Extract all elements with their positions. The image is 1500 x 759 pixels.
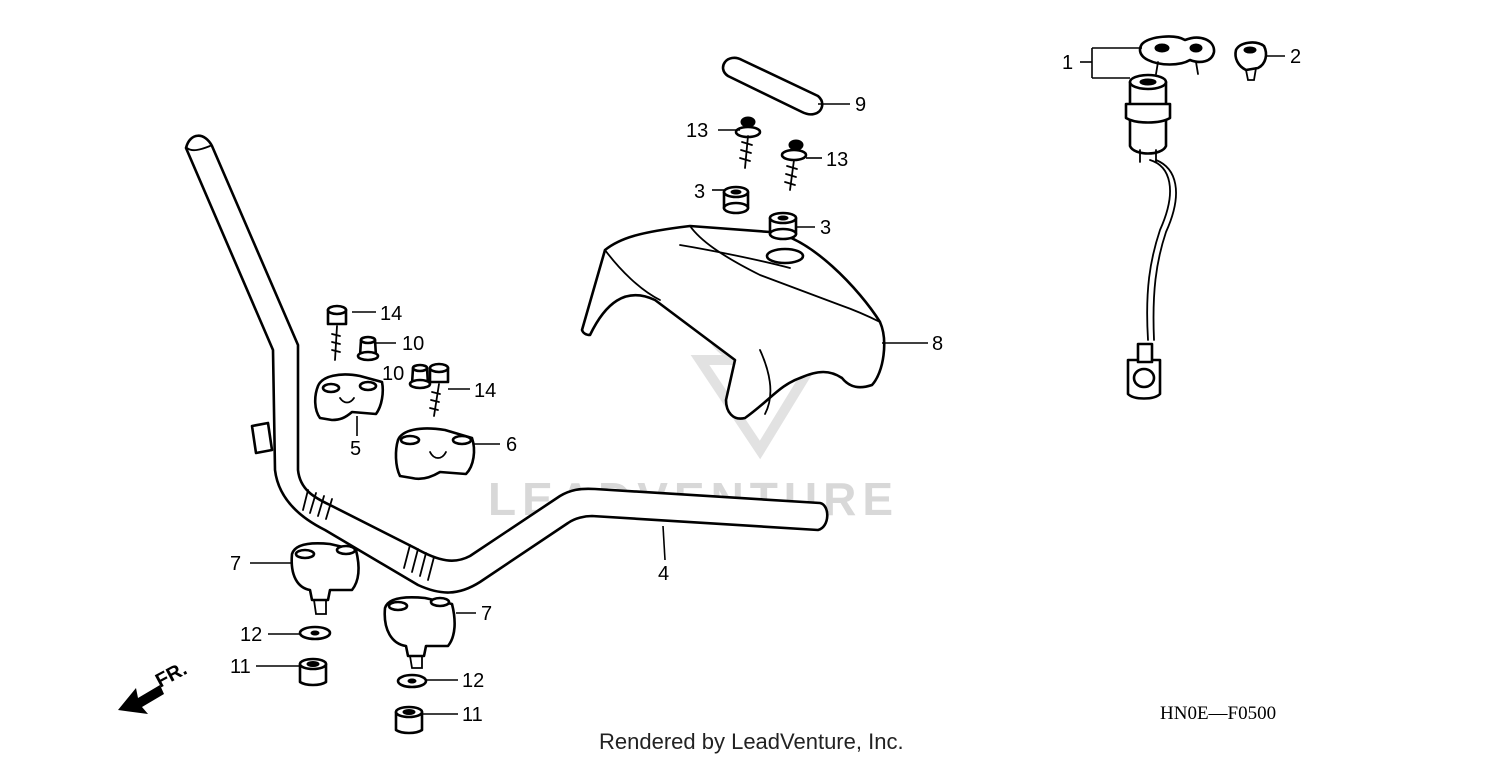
grommet-left (722, 185, 750, 215)
ignition-switch (1124, 35, 1216, 400)
callout-14b: 14 (474, 380, 496, 402)
callout-1: 1 (1062, 52, 1073, 74)
rendered-by-footer: Rendered by LeadVenture, Inc. (599, 729, 904, 754)
callout-14a: 14 (380, 303, 402, 325)
nut-right (394, 705, 424, 735)
callout-12a: 12 (240, 624, 262, 646)
collar-upper (356, 335, 380, 362)
callout-11b: 11 (462, 704, 483, 726)
cover-strip (721, 56, 824, 116)
bolt-lower (428, 362, 450, 417)
upper-holder-right (394, 427, 476, 481)
callout-8: 8 (932, 333, 943, 355)
callout-10a: 10 (402, 333, 424, 355)
callout-11a: 11 (230, 656, 251, 678)
diagram-code: HN0E—F0500 (1160, 703, 1276, 724)
callout-3b: 3 (820, 217, 831, 239)
callout-3a: 3 (694, 181, 705, 203)
callout-7a: 7 (230, 553, 241, 575)
collar-lower (408, 363, 432, 390)
front-direction-arrow: FR. (118, 658, 191, 714)
callout-9: 9 (855, 94, 866, 116)
callout-12b: 12 (462, 670, 484, 692)
callout-4: 4 (658, 563, 669, 585)
callout-10b: 10 (382, 363, 404, 385)
grommet-right (768, 211, 798, 241)
callout-2: 2 (1290, 46, 1301, 68)
callout-6: 6 (506, 434, 517, 456)
screw-left (734, 116, 762, 169)
handlebar-cover (580, 224, 886, 420)
callout-7b: 7 (481, 603, 492, 625)
upper-holder-left (313, 373, 385, 422)
handlebar (184, 134, 829, 594)
lower-holder-left (290, 542, 360, 615)
screw-right (780, 139, 808, 191)
callout-13b: 13 (826, 149, 848, 171)
callout-13a: 13 (686, 120, 708, 142)
callouts: 1 2 3 3 4 5 6 7 7 8 9 10 10 11 11 12 12 … (230, 46, 1301, 726)
leader-lines (250, 47, 1285, 715)
callout-5: 5 (350, 438, 361, 460)
lower-holder-right (383, 596, 456, 669)
switch-cap (1234, 41, 1268, 81)
nut-left (298, 657, 328, 687)
bolt-upper (326, 304, 348, 361)
